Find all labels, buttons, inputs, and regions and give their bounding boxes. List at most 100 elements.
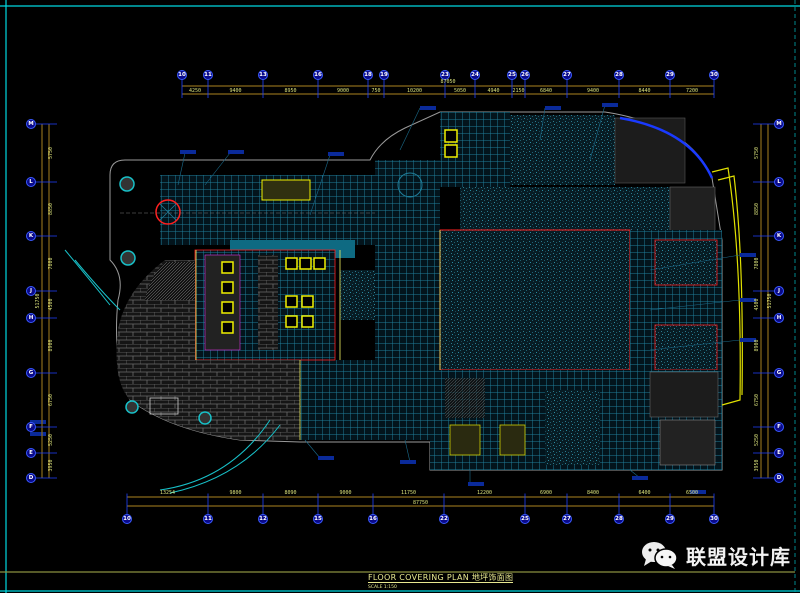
dimension-value: 5750	[754, 147, 760, 159]
dimension-value: 12200	[477, 490, 492, 496]
dimension-value: 9000	[339, 490, 351, 496]
dimension-value: 6500	[686, 490, 698, 496]
axis-label: 27	[563, 516, 571, 522]
axis-bubble	[774, 119, 784, 129]
axis-bubble	[614, 70, 624, 80]
material-tags	[30, 103, 756, 494]
dimension-value: 4250	[189, 88, 201, 94]
axis-bubble	[258, 70, 268, 80]
axis-label: M	[776, 121, 781, 127]
grid-axes: 1042501194001389501690001875019102002350…	[26, 70, 784, 524]
axis-bubble	[562, 514, 572, 524]
axis-label: 16	[314, 72, 322, 78]
axis-bubble	[665, 514, 675, 524]
drawing-scale: SCALE 1:150	[368, 585, 397, 590]
drawing-title: FLOOR COVERING PLAN 地坪饰面图	[368, 573, 514, 583]
axis-bubble	[26, 286, 36, 296]
axis-bubble	[520, 70, 530, 80]
axis-bubble	[774, 177, 784, 187]
axis-bubble	[363, 70, 373, 80]
axis-bubble	[26, 422, 36, 432]
dimension-value: 11750	[401, 490, 416, 496]
dimension-value: 6840	[540, 88, 552, 94]
axis-bubble	[774, 313, 784, 323]
axis-bubble	[507, 70, 517, 80]
axis-label: L	[777, 179, 781, 185]
axis-bubble	[26, 368, 36, 378]
axis-label: E	[29, 450, 33, 456]
axis-label: D	[29, 475, 34, 481]
axis-label: E	[777, 450, 781, 456]
axis-bubble	[368, 514, 378, 524]
ballroom-carpet	[439, 229, 631, 371]
axis-label: F	[777, 424, 781, 430]
axis-label: F	[29, 424, 33, 430]
axis-bubble	[470, 70, 480, 80]
axis-label: K	[777, 233, 782, 239]
dimension-value: 8850	[48, 203, 54, 215]
axis-label: 24	[471, 72, 479, 78]
axis-label: 23	[441, 72, 449, 78]
dimension-value: 7800	[754, 257, 760, 269]
axis-bubble	[258, 514, 268, 524]
axis-bubble	[440, 70, 450, 80]
dimension-value: 4500	[754, 298, 760, 310]
axis-label: M	[28, 121, 33, 127]
dimension-value: 8900	[754, 339, 760, 351]
axis-bubble	[177, 70, 187, 80]
dimension-value: 8950	[284, 88, 296, 94]
dimension-value: 4940	[487, 88, 499, 94]
dimension-value: 6750	[754, 394, 760, 406]
axis-bubble	[709, 514, 719, 524]
axis-bubble	[379, 70, 389, 80]
canopy	[711, 167, 743, 406]
axis-bubble	[614, 514, 624, 524]
room-carpet	[510, 115, 615, 185]
axis-label: 25	[521, 516, 529, 522]
dimension-value: 6900	[540, 490, 552, 496]
dimension-value: 13254	[160, 490, 175, 496]
axis-label: J	[29, 288, 32, 294]
axis-label: 28	[615, 72, 623, 78]
axis-bubble	[26, 177, 36, 187]
dimension-value: 7800	[48, 257, 54, 269]
dimension-value: 9400	[587, 88, 599, 94]
axis-bubble	[26, 119, 36, 129]
dimension-value: 6750	[48, 394, 54, 406]
dimension-value: 10200	[407, 88, 422, 94]
axis-bubble	[774, 422, 784, 432]
dimension-value: 5750	[48, 147, 54, 159]
axis-label: 18	[364, 72, 372, 78]
axis-label: G	[29, 370, 34, 376]
axis-label: 28	[615, 516, 623, 522]
axis-label: J	[777, 288, 780, 294]
dimension-value: 3950	[48, 459, 54, 471]
axis-label: 15	[314, 516, 322, 522]
dimension-value: 5250	[48, 434, 54, 446]
axis-label: 30	[710, 72, 718, 78]
dimension-total: 87050	[440, 79, 455, 85]
curtain-wall	[619, 116, 714, 179]
axis-bubble	[313, 70, 323, 80]
axis-label: K	[29, 233, 34, 239]
dimension-value: 9000	[337, 88, 349, 94]
axis-label: 19	[380, 72, 388, 78]
axis-label: 27	[563, 72, 571, 78]
axis-bubble	[520, 514, 530, 524]
building-footprint	[64, 111, 743, 494]
dimension-value: 5250	[754, 434, 760, 446]
axis-bubble	[26, 313, 36, 323]
axis-label: G	[777, 370, 782, 376]
dimension-value: 7200	[686, 88, 698, 94]
axis-label: 12	[259, 516, 267, 522]
axis-bubble	[313, 514, 323, 524]
dimension-total: 87750	[413, 500, 428, 506]
dimension-value: 6400	[638, 490, 650, 496]
dimension-value: 8400	[587, 490, 599, 496]
dimension-value: 2150	[512, 88, 524, 94]
axis-bubble	[203, 514, 213, 524]
axis-bubble	[774, 231, 784, 241]
axis-label: 16	[369, 516, 377, 522]
